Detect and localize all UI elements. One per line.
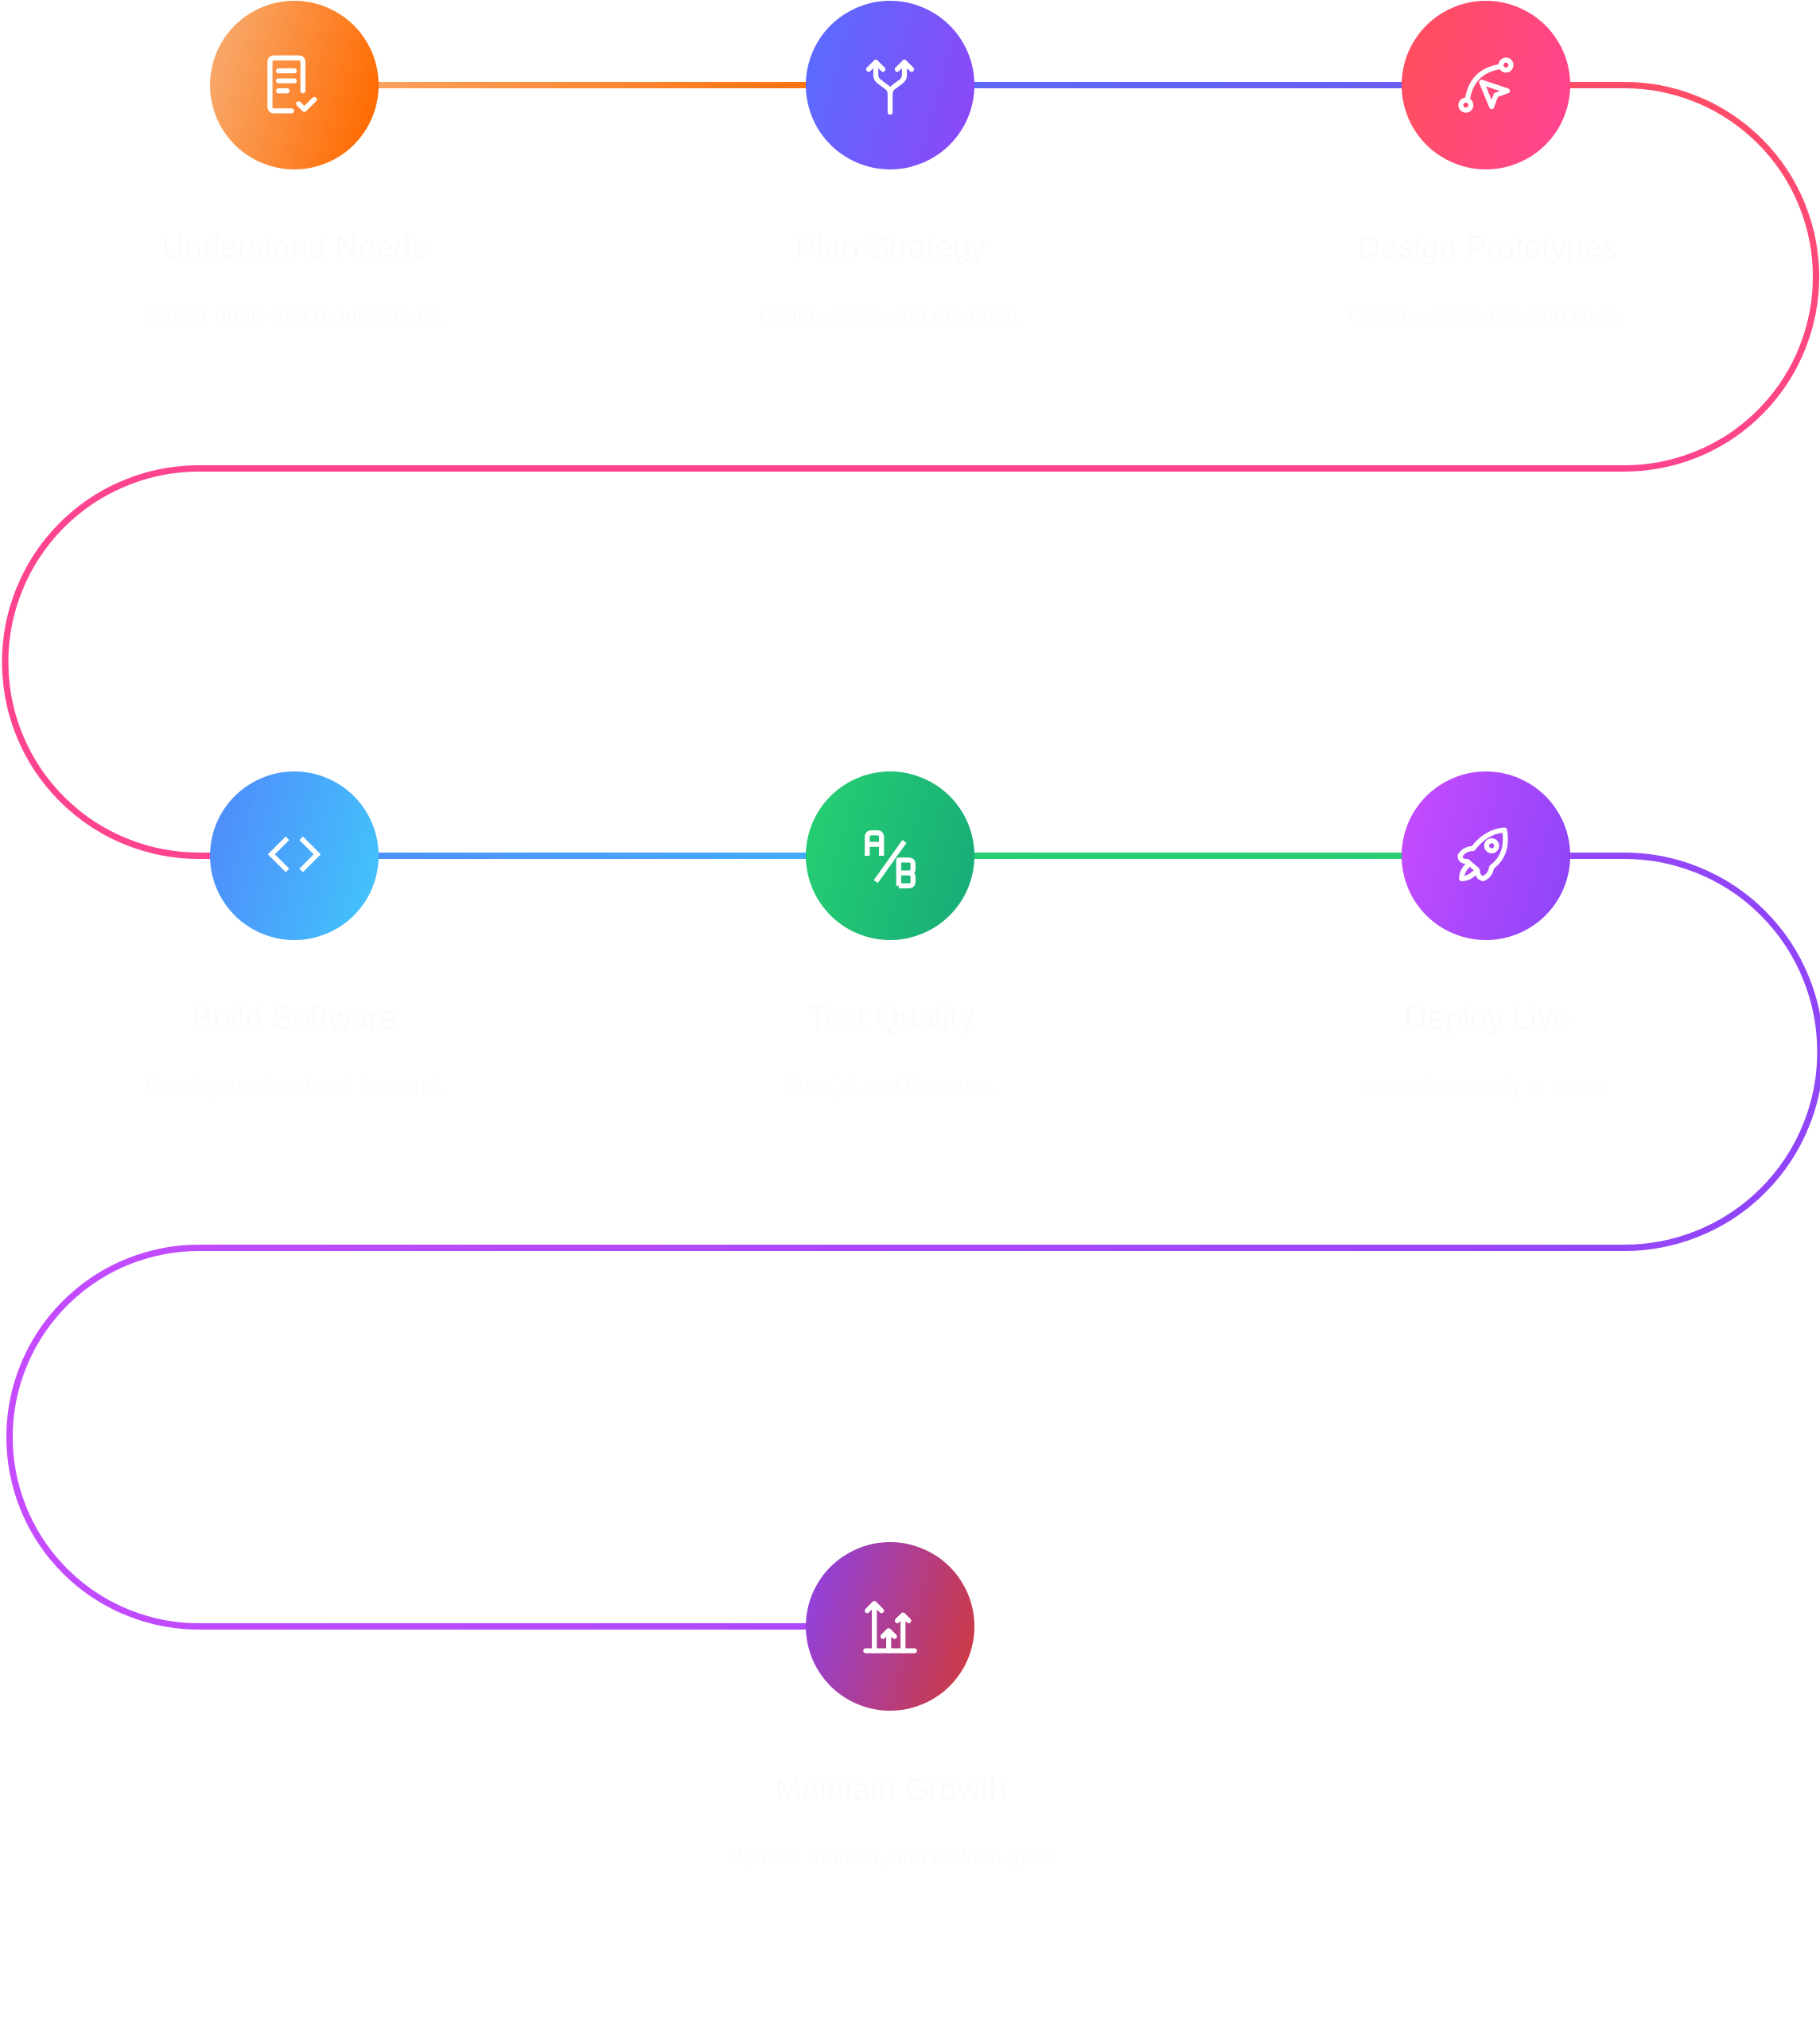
connector-segment [6, 853, 1820, 1630]
step-circle [210, 771, 379, 940]
step-title: Understand Needs [161, 230, 427, 265]
step-description: Define scope and roadmap. [759, 303, 1023, 327]
step-description: Develop backend and frontend. [145, 1074, 444, 1098]
bezier-cursor-icon [1458, 57, 1514, 113]
step-description: Create wireframes and flows. [1348, 303, 1627, 327]
ab-test-icon [865, 830, 916, 888]
step-node [806, 1, 974, 169]
step-label: Plan Strategy Define scope and roadmap. [652, 228, 1130, 328]
step-circle [806, 1542, 974, 1711]
step-title: Plan Strategy [795, 230, 987, 265]
step-circle [806, 1, 974, 169]
step-circle [1402, 771, 1570, 940]
step-node [1402, 771, 1570, 940]
code-brackets-icon [267, 836, 321, 872]
step-description: Update, monitor, and build to grow [727, 1845, 1055, 1869]
step-label: Test Quality Run QA and fix issues. [652, 999, 1130, 1099]
growth-chart-icon [863, 1601, 917, 1653]
document-check-icon [267, 55, 317, 114]
step-label: Design Prototypes Create wireframes and … [1249, 228, 1726, 328]
connector-segment [2, 82, 1819, 859]
step-title: Test Quality [807, 1001, 974, 1035]
rocket-icon [1457, 827, 1508, 881]
step-label: Deploy Live Launch securely to users. [1249, 999, 1726, 1099]
step-label: Build Software Develop backend and front… [56, 999, 533, 1099]
step-label: Understand Needs Gather goals and requir… [56, 228, 533, 328]
step-node [210, 1, 379, 169]
step-node [210, 771, 379, 940]
step-title: Deploy Live [1404, 1001, 1571, 1035]
step-title: Build Software [192, 1001, 397, 1035]
step-description: Launch securely to users. [1365, 1074, 1610, 1098]
step-title: Design Prototypes [1357, 230, 1618, 265]
step-nodes [210, 1, 1570, 1711]
step-title: Maintain Growth [775, 1772, 1007, 1807]
step-node [806, 1542, 974, 1711]
step-description: Run QA and fix issues. [782, 1074, 1000, 1098]
step-circle [210, 1, 379, 169]
step-label: Maintain Growth Update, monitor, and bui… [652, 1770, 1130, 1871]
step-description: Gather goals and requirements. [143, 303, 445, 327]
split-arrows-icon [865, 60, 915, 115]
step-node [1402, 1, 1570, 169]
step-circle [806, 771, 974, 940]
connector-path [2, 82, 1820, 1630]
step-node [806, 771, 974, 940]
